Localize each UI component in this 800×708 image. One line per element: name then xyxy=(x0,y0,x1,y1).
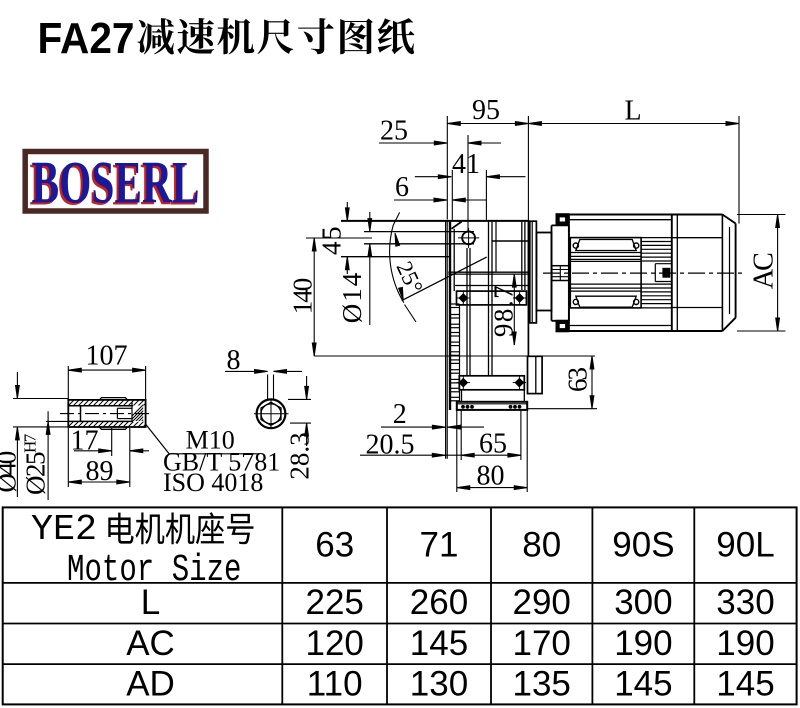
svg-text:M10: M10 xyxy=(186,426,235,455)
svg-text:80: 80 xyxy=(522,526,561,565)
svg-text:190: 190 xyxy=(716,624,774,663)
svg-text:90L: 90L xyxy=(716,526,774,565)
svg-text:63: 63 xyxy=(563,368,593,393)
svg-text:190: 190 xyxy=(614,624,672,663)
svg-text:80: 80 xyxy=(477,461,505,492)
svg-text:145: 145 xyxy=(614,665,672,704)
svg-text:L: L xyxy=(141,583,160,622)
svg-text:L: L xyxy=(624,96,641,127)
svg-text:107: 107 xyxy=(86,341,128,372)
svg-text:41: 41 xyxy=(452,149,480,180)
svg-text:300: 300 xyxy=(614,583,672,622)
svg-text:140: 140 xyxy=(288,278,318,314)
svg-text:GB/T 5781: GB/T 5781 xyxy=(163,447,280,476)
svg-text:71: 71 xyxy=(420,526,459,565)
svg-text:FA27: FA27 xyxy=(38,14,135,63)
svg-text:ISO 4018: ISO 4018 xyxy=(163,468,263,497)
svg-text:290: 290 xyxy=(512,583,570,622)
svg-text:95: 95 xyxy=(472,95,500,126)
svg-text:170: 170 xyxy=(512,624,570,663)
svg-text:2: 2 xyxy=(393,399,407,430)
svg-text:120: 120 xyxy=(305,624,363,663)
svg-text:6: 6 xyxy=(395,172,409,203)
svg-text:BOSERL: BOSERL xyxy=(32,150,200,216)
svg-text:145: 145 xyxy=(716,665,774,704)
svg-text:28.3: 28.3 xyxy=(285,432,315,479)
svg-text:65: 65 xyxy=(479,429,507,460)
svg-text:130: 130 xyxy=(410,665,468,704)
svg-text:AC: AC xyxy=(749,253,780,289)
svg-text:90S: 90S xyxy=(612,526,674,565)
svg-text:25: 25 xyxy=(380,116,408,147)
svg-text:98.7: 98.7 xyxy=(489,284,519,337)
svg-text:Ø14: Ø14 xyxy=(337,271,367,324)
svg-text:20.5: 20.5 xyxy=(366,430,415,461)
svg-text:63: 63 xyxy=(315,526,354,565)
svg-text:225: 225 xyxy=(305,583,363,622)
svg-text:AC: AC xyxy=(126,624,175,663)
svg-text:YE2: YE2 xyxy=(31,509,97,550)
svg-text:Ø40: Ø40 xyxy=(0,451,22,492)
svg-text:110: 110 xyxy=(307,665,363,704)
svg-text:Motor Size: Motor Size xyxy=(67,549,242,592)
svg-text:145: 145 xyxy=(410,624,468,663)
svg-text:330: 330 xyxy=(716,583,774,622)
svg-text:135: 135 xyxy=(512,665,570,704)
svg-text:45: 45 xyxy=(317,225,347,255)
svg-text:17: 17 xyxy=(71,426,99,457)
svg-text:8: 8 xyxy=(227,345,241,376)
svg-text:AD: AD xyxy=(126,665,175,704)
svg-text:BOSERL: BOSERL xyxy=(30,152,198,218)
svg-text:260: 260 xyxy=(410,583,468,622)
